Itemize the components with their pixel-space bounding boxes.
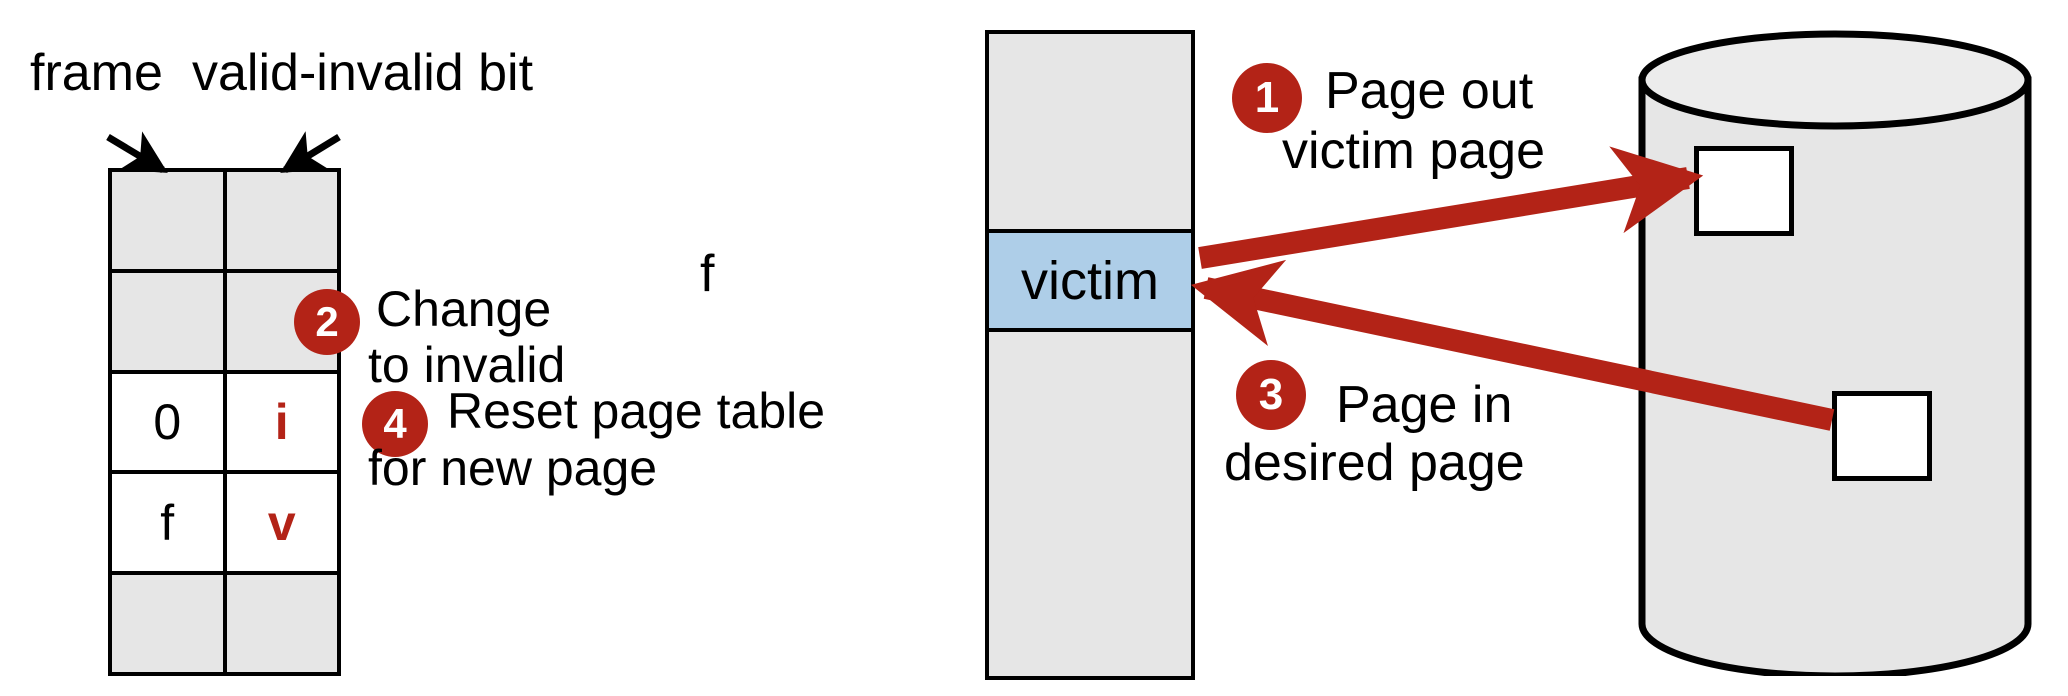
frame-f-label: f (700, 245, 715, 303)
step-1-number: 1 (1254, 73, 1280, 122)
page-table-frame-cell: f (112, 474, 227, 572)
frame-column-label: frame (30, 44, 163, 102)
valid-invalid-bit-column-label: valid-invalid bit (192, 44, 534, 102)
table-row (112, 172, 337, 273)
disk-shape (1638, 30, 2032, 680)
memory-frame-column: victim (985, 30, 1195, 680)
disk-cylinder-icon (1638, 28, 2032, 680)
step-4-badge: 4 (362, 391, 428, 457)
step-3-line-1: Page in (1336, 376, 1513, 434)
page-table-bit-cell: v (226, 474, 337, 572)
page-table-frame-cell (112, 172, 227, 269)
step-4-line-1: Reset page table (447, 383, 826, 439)
step-2-badge: 2 (294, 289, 360, 355)
page-table-frame-cell (112, 575, 227, 672)
table-row: f v (112, 474, 337, 576)
arrow-down-icon (280, 131, 341, 173)
step-3-line-2: desired page (1224, 434, 1525, 492)
page-table-bit-cell (226, 575, 337, 672)
step-2-number: 2 (315, 298, 339, 345)
table-row: 0 i (112, 373, 337, 475)
page-table-bit-cell: i (226, 373, 337, 471)
step-3-badge: 3 (1236, 360, 1306, 430)
step-4-number: 4 (383, 400, 407, 447)
step-1-line-2: victim page (1282, 122, 1545, 180)
page-table-bit-cell (226, 172, 337, 269)
disk-block-icon (1694, 146, 1794, 236)
memory-frame-victim: victim (989, 229, 1191, 332)
step-2-line-1: Change (376, 281, 552, 337)
page-table-frame-cell (112, 272, 227, 370)
step-1-badge: 1 (1232, 63, 1302, 133)
memory-frame-empty-top (989, 34, 1191, 229)
arrow-down-icon (106, 131, 168, 174)
page-table: 0 i f v (108, 168, 341, 676)
arrow-right-icon (1198, 146, 1704, 269)
step-3-number: 3 (1258, 370, 1284, 419)
disk-block-icon (1832, 391, 1932, 481)
page-table-frame-cell: 0 (112, 373, 227, 471)
step-2-line-2: to invalid (368, 337, 566, 393)
memory-frame-empty-bottom (989, 332, 1191, 676)
step-1-line-1: Page out (1325, 62, 1534, 120)
step-4-line-2: for new page (368, 440, 658, 496)
table-row (112, 575, 337, 672)
